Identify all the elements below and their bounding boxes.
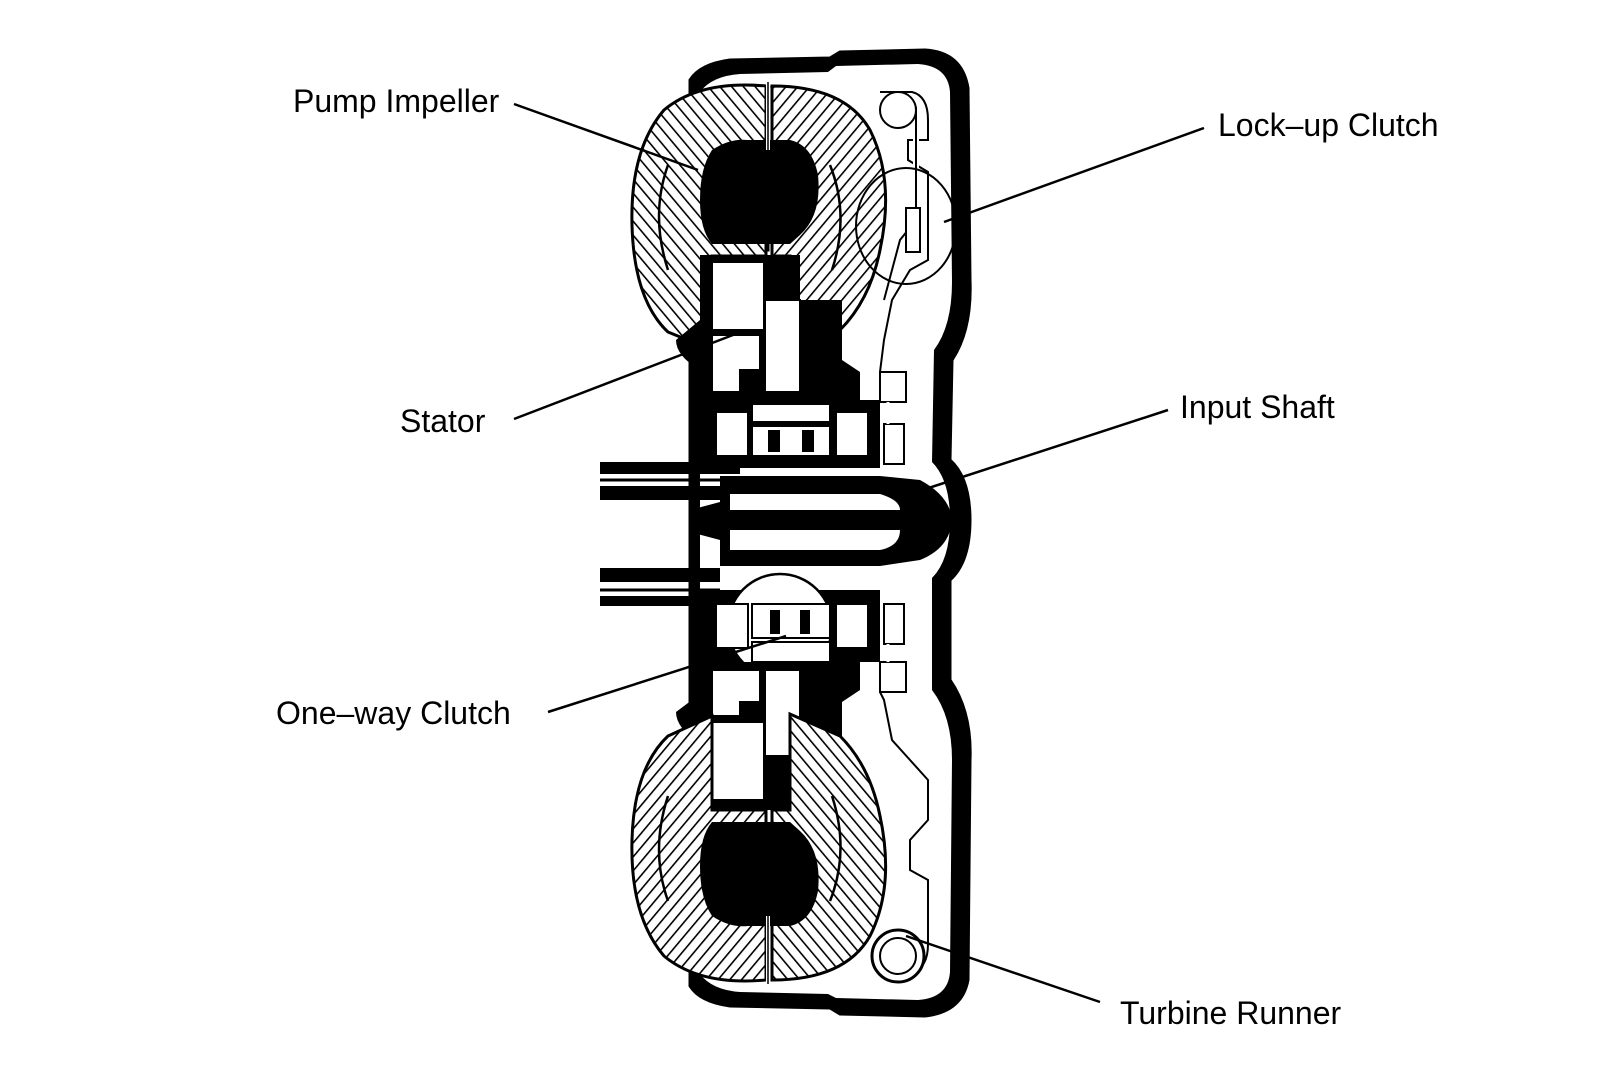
lower-torus: [630, 711, 888, 984]
label-pump-impeller: Pump Impeller: [293, 83, 500, 119]
hub-upper: [700, 400, 880, 468]
leader-turbine-runner: [905, 934, 1101, 1004]
leader-pump-impeller: [513, 102, 699, 172]
leader-lines: [513, 102, 1205, 1004]
leader-oneway-clutch: [547, 634, 787, 714]
leader-input-shaft: [903, 408, 1169, 498]
leader-stator: [513, 328, 747, 421]
stator-lower: [676, 662, 860, 810]
label-input-shaft: Input Shaft: [1180, 389, 1335, 425]
label-stator: Stator: [400, 403, 486, 439]
labels: Pump Impeller Lock–up Clutch Stator Inpu…: [276, 83, 1439, 1031]
lockup-clutch-callout-circle: [855, 167, 957, 285]
input-shaft: [600, 462, 952, 606]
hub-lower: [700, 572, 880, 680]
label-lockup-clutch: Lock–up Clutch: [1218, 107, 1439, 143]
label-oneway-clutch: One–way Clutch: [276, 695, 511, 731]
label-turbine-runner: Turbine Runner: [1120, 995, 1342, 1031]
leader-lockup-clutch: [943, 126, 1205, 224]
stator-upper: [676, 255, 860, 400]
upper-torus: [630, 82, 888, 355]
